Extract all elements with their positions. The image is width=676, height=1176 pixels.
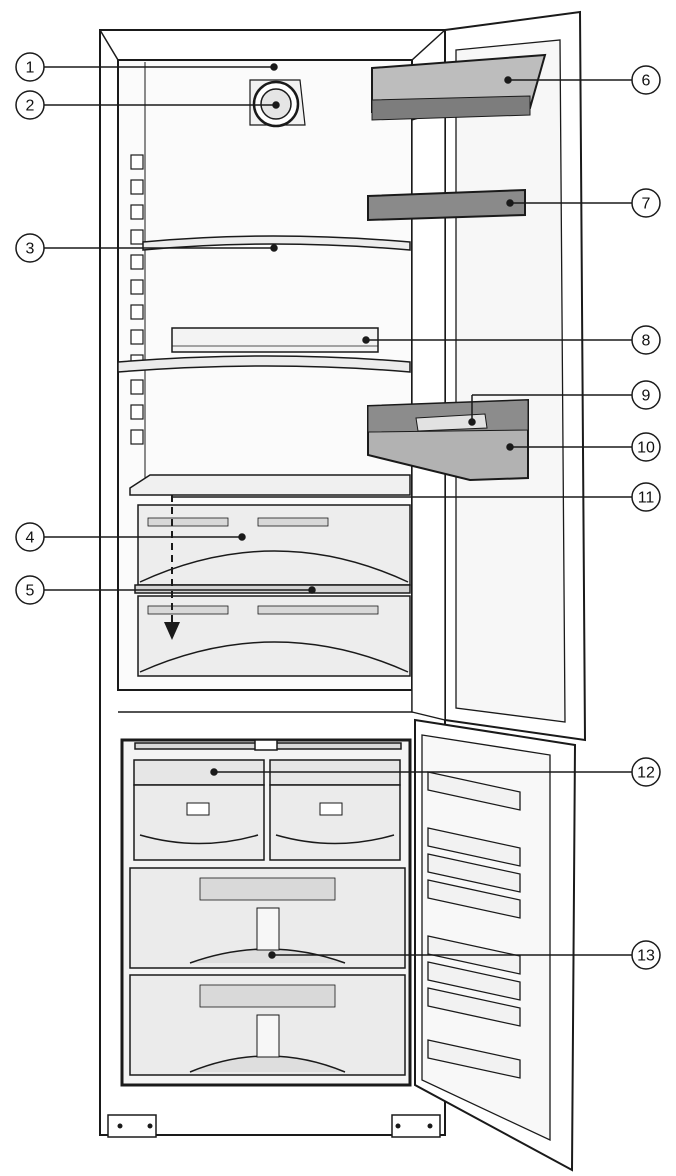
shelf-tray xyxy=(171,327,379,353)
crisper-cover xyxy=(129,474,411,496)
svg-text:13: 13 xyxy=(637,948,655,965)
glass-shelves xyxy=(117,235,411,373)
callout-6: 6 xyxy=(631,65,661,95)
callout-2: 2 xyxy=(15,90,45,120)
svg-text:2: 2 xyxy=(26,98,35,115)
crisper-drawer-upper xyxy=(137,504,411,586)
callout-9: 9 xyxy=(631,380,661,410)
callout-4: 4 xyxy=(15,522,45,552)
callout-11: 11 xyxy=(631,482,661,512)
svg-text:10: 10 xyxy=(637,440,655,457)
svg-text:6: 6 xyxy=(642,73,651,90)
svg-text:12: 12 xyxy=(637,765,655,782)
svg-text:9: 9 xyxy=(642,388,651,405)
svg-text:4: 4 xyxy=(26,530,35,547)
dashed-arrow xyxy=(164,495,180,640)
callout-10: 10 xyxy=(631,432,661,462)
callout-5: 5 xyxy=(15,575,45,605)
callout-3: 3 xyxy=(15,233,45,263)
door-shelf-insert xyxy=(415,413,488,432)
svg-text:8: 8 xyxy=(642,333,651,350)
freezer-contents xyxy=(129,739,406,1076)
svg-text:5: 5 xyxy=(26,583,35,600)
svg-text:7: 7 xyxy=(642,196,651,213)
callout-13: 13 xyxy=(631,940,661,970)
crisper-drawers xyxy=(134,504,411,677)
callout-7: 7 xyxy=(631,188,661,218)
callouts: 1 2 3 4 5 6 7 8 9 10 11 12 13 xyxy=(15,52,661,970)
callout-8: 8 xyxy=(631,325,661,355)
callout-12: 12 xyxy=(631,757,661,787)
freezer-door xyxy=(414,718,577,1172)
drawer-divider xyxy=(134,584,411,594)
fridge-door xyxy=(367,10,587,742)
door-shelf-middle xyxy=(367,188,526,222)
svg-text:3: 3 xyxy=(26,241,35,258)
freezer-drawer-small-right xyxy=(269,784,401,861)
glass-shelf-upper xyxy=(142,235,411,251)
callout-1: 1 xyxy=(15,52,45,82)
plinth xyxy=(107,1114,157,1138)
leader-lines xyxy=(44,63,632,959)
glass-shelf-middle xyxy=(117,355,411,373)
svg-text:1: 1 xyxy=(26,60,35,77)
shelf-support-rails xyxy=(130,154,144,445)
freezer-drawer-small-left xyxy=(133,784,265,861)
freezer-door-racks xyxy=(427,771,521,1079)
svg-text:11: 11 xyxy=(638,490,655,507)
